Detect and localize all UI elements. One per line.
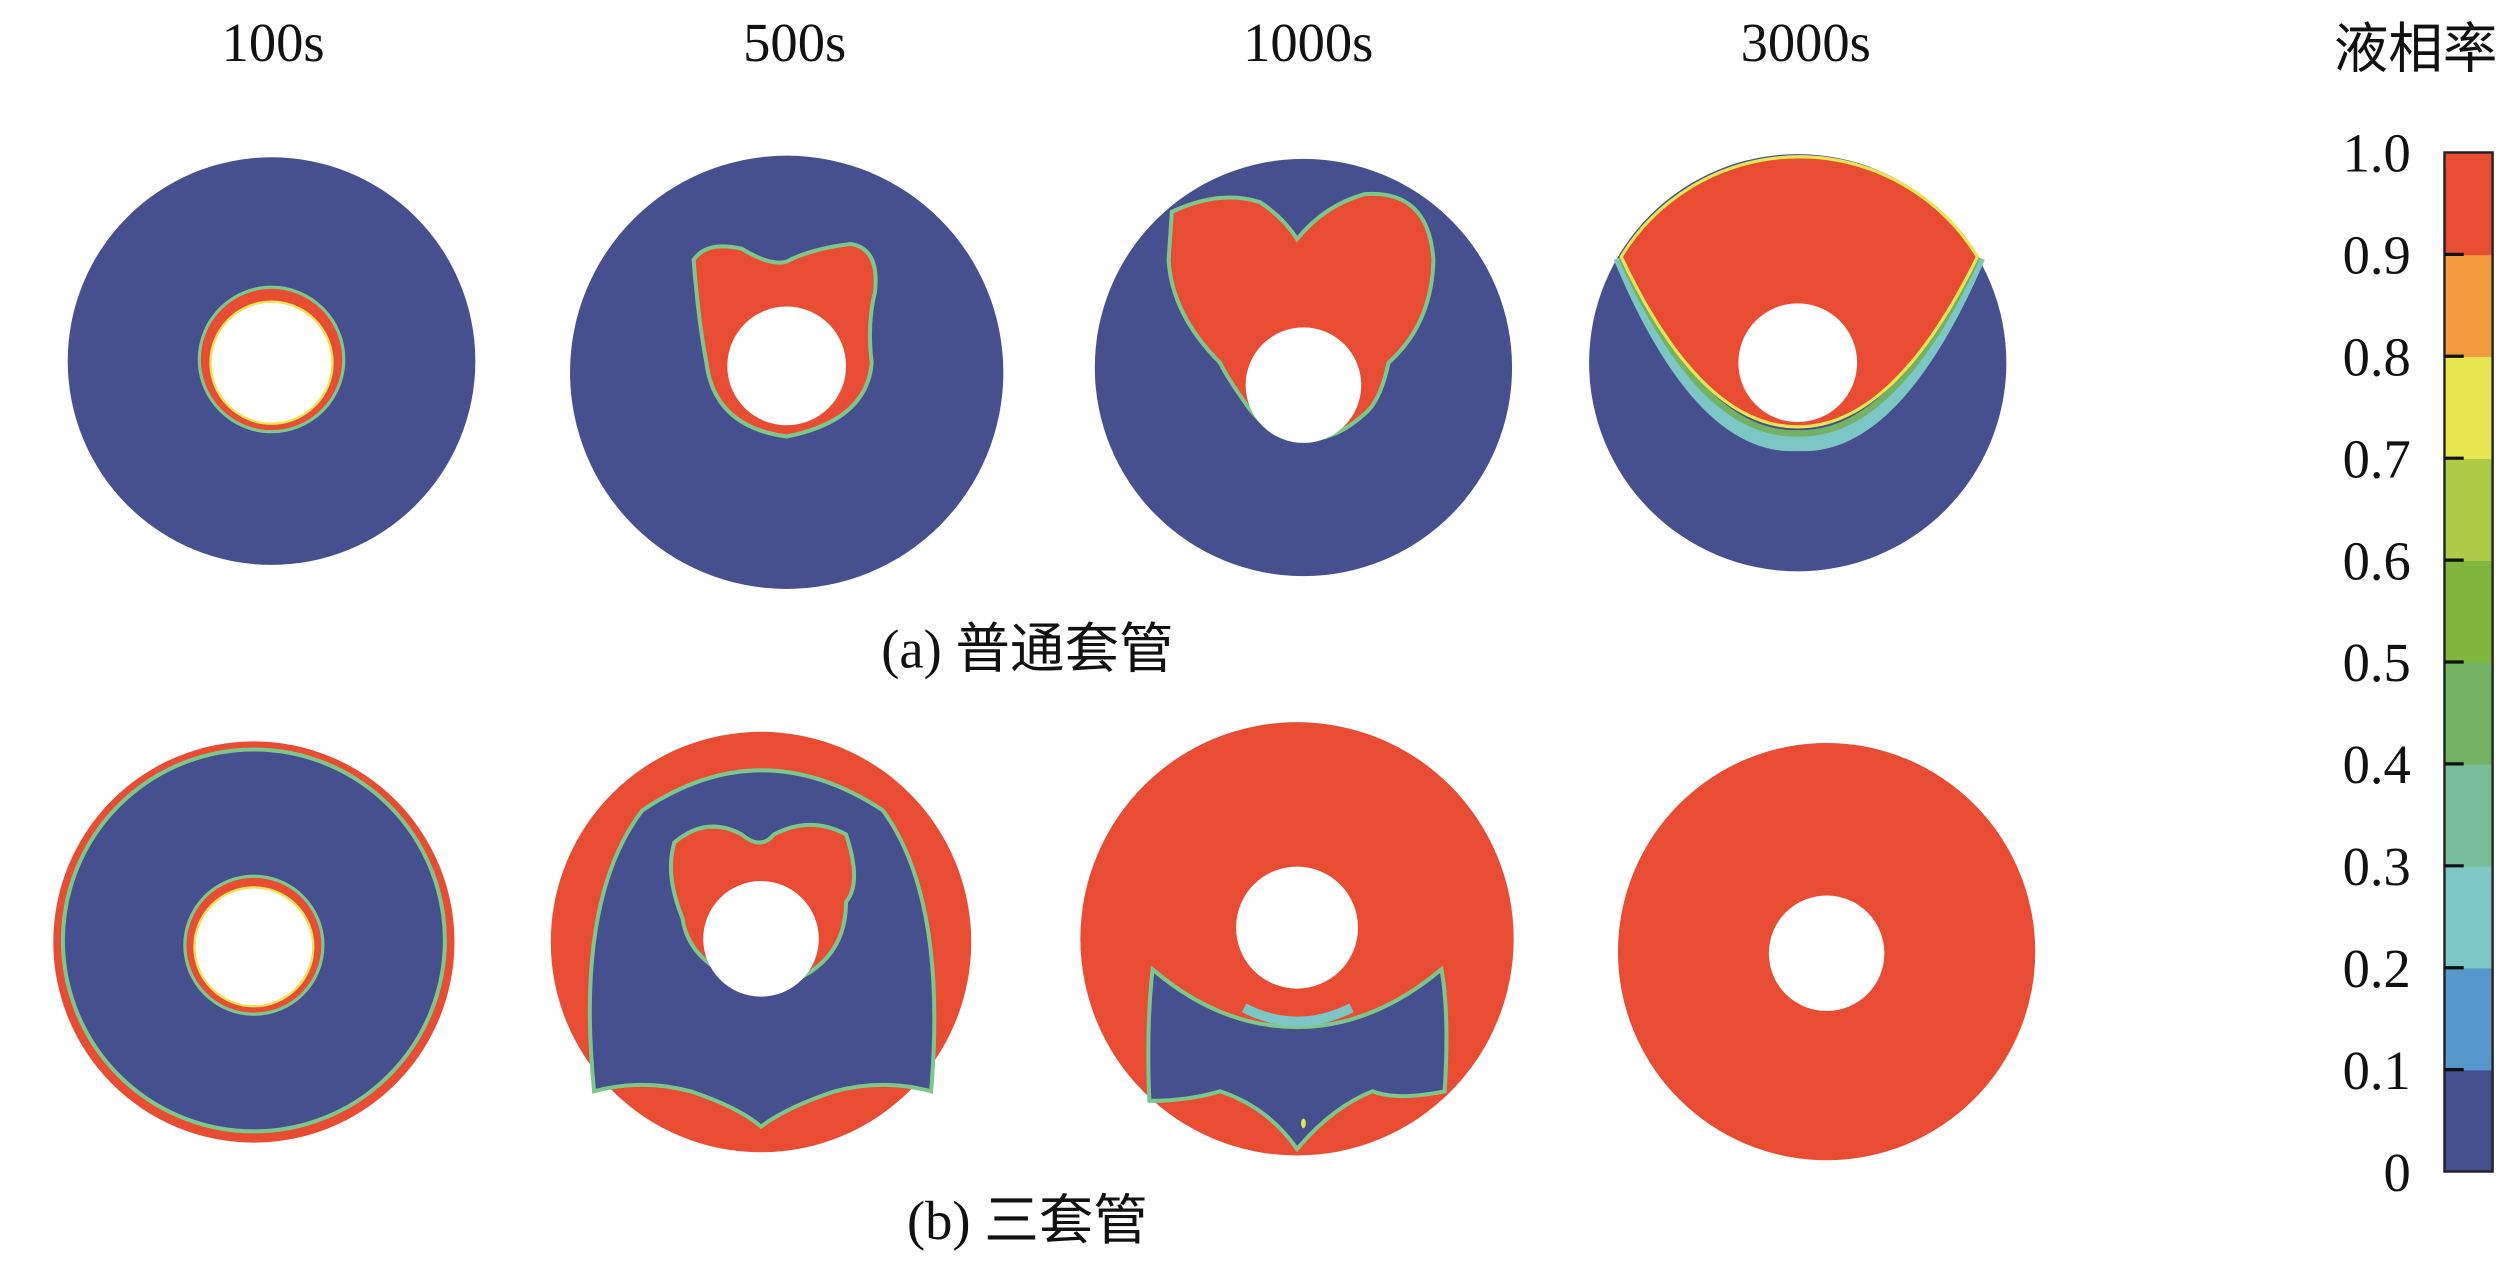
time-label-3000s: 3000s xyxy=(1741,12,1871,73)
colorbar-tick-label: 0 xyxy=(2383,1142,2410,1203)
panel-a-1000s xyxy=(1094,158,1513,577)
colorbar-bin-2 xyxy=(2444,865,2493,969)
time-label-1000s: 1000s xyxy=(1243,12,1373,73)
colorbar-bin-0 xyxy=(2444,1069,2493,1173)
panel-a-500s xyxy=(570,155,1004,589)
colorbar-bin-3 xyxy=(2444,763,2493,867)
colorbar-bin-8 xyxy=(2444,254,2493,358)
caption-b: (b) 三套管 xyxy=(907,1190,1148,1251)
colorbar: 0 0.1 0.2 0.3 0.4 0.5 0.6 0.7 0.8 0.9 1.0 xyxy=(2343,123,2494,1203)
colorbar-tick-label: 0.9 xyxy=(2343,225,2411,286)
colorbar-tick-label: 0.2 xyxy=(2343,938,2411,999)
time-label-500s: 500s xyxy=(743,12,846,73)
panel-b-1000s xyxy=(1080,722,1514,1156)
colorbar-bin-5 xyxy=(2444,560,2493,663)
panel-b-500s xyxy=(550,731,972,1153)
colorbar-tick-label: 0.4 xyxy=(2343,734,2411,795)
colorbar-tick-label: 0.1 xyxy=(2343,1040,2411,1101)
colorbar-bin-7 xyxy=(2444,356,2493,459)
colorbar-bin-6 xyxy=(2444,458,2493,561)
panel-b-3000s xyxy=(1617,743,2036,1161)
panel-b-100s xyxy=(53,741,455,1143)
colorbar-bin-4 xyxy=(2444,661,2493,765)
colorbar-tick-label: 0.5 xyxy=(2343,632,2411,693)
colorbar-tick-label: 0.6 xyxy=(2343,530,2411,591)
time-label-100s: 100s xyxy=(222,12,325,73)
colorbar-title: 液相率 xyxy=(2334,18,2498,79)
colorbar-bin-1 xyxy=(2444,967,2493,1071)
panel-a-100s xyxy=(67,157,476,565)
panel-a-3000s xyxy=(1589,154,2007,572)
colorbar-tick-label: 0.8 xyxy=(2343,327,2411,388)
colorbar-tick-label: 0.7 xyxy=(2343,428,2411,489)
colorbar-bin-9 xyxy=(2444,152,2493,256)
colorbar-tick-label: 1.0 xyxy=(2343,123,2411,184)
caption-a: (a) 普通套管 xyxy=(881,619,1173,680)
colorbar-tick-label: 0.3 xyxy=(2343,836,2411,897)
